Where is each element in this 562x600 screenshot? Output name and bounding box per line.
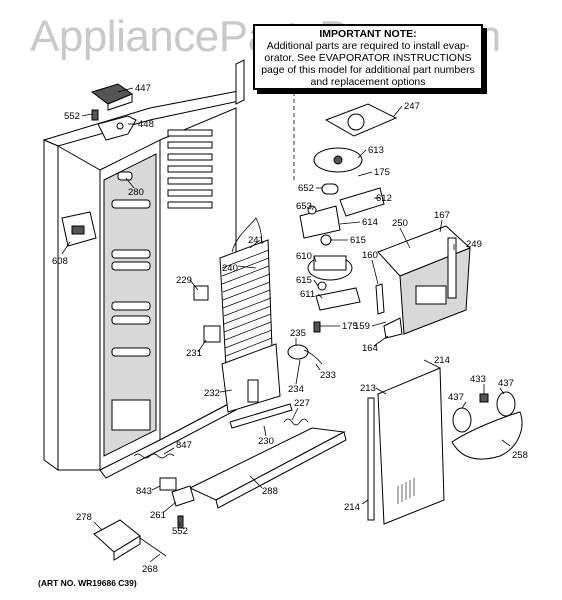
part-608	[61, 211, 97, 247]
label-288: 288	[262, 486, 278, 497]
screw-268	[139, 537, 167, 557]
duct-288	[188, 427, 347, 509]
spring-227	[283, 418, 309, 426]
label-843: 843	[136, 486, 152, 497]
label-249: 249	[466, 239, 482, 250]
label-213: 213	[360, 383, 376, 394]
screw-175b	[313, 321, 321, 333]
label-448: 448	[138, 119, 154, 130]
label-278: 278	[76, 512, 92, 523]
trim-214	[367, 397, 375, 521]
light-shield-258	[451, 411, 523, 460]
hinge-cover-447	[90, 83, 134, 111]
label-611: 611	[300, 289, 315, 300]
label-214-lower: 214	[344, 502, 360, 513]
label-610: 610	[296, 251, 312, 262]
important-note-line: Additional parts are required to install…	[266, 40, 470, 52]
label-258: 258	[512, 450, 528, 461]
label-437-right: 437	[498, 378, 514, 389]
screw-552	[91, 109, 99, 121]
label-175: 175	[374, 167, 390, 178]
part-843	[159, 477, 177, 491]
screw-552-bottom	[177, 515, 184, 529]
label-175-lower: 175	[342, 321, 358, 332]
leader-lines	[61, 87, 511, 563]
important-note-box: IMPORTANT NOTE: Additional parts are req…	[253, 24, 483, 90]
label-447: 447	[135, 83, 151, 94]
label-167: 167	[434, 210, 450, 221]
label-614: 614	[362, 217, 378, 228]
label-234: 234	[288, 384, 304, 395]
label-232: 232	[204, 388, 220, 399]
label-231: 231	[186, 348, 202, 359]
label-613: 613	[368, 145, 384, 156]
fan-cover-247	[324, 103, 398, 137]
heater-847	[133, 453, 175, 459]
case-shelves	[111, 199, 151, 431]
label-229: 229	[176, 275, 192, 286]
grommet-615a	[320, 234, 332, 246]
label-652: 652	[298, 183, 314, 194]
label-160: 160	[362, 250, 378, 261]
part-160	[375, 283, 385, 315]
label-159: 159	[354, 321, 370, 332]
bracket-611	[315, 287, 361, 311]
bracket-612	[339, 187, 385, 217]
label-608: 608	[52, 256, 68, 267]
important-note-line: and replacement options	[310, 76, 426, 88]
art-number: (ART NO. WR19686 C39)	[38, 578, 137, 588]
label-433: 433	[470, 374, 486, 385]
part-261	[171, 485, 195, 507]
label-235: 235	[290, 328, 306, 339]
important-note-line: page of this model for additional part n…	[261, 64, 475, 76]
label-233: 233	[320, 370, 336, 381]
part-labels: 447 552 448 280 608 241 240 229 231 232 …	[52, 83, 528, 575]
label-280: 280	[128, 187, 144, 198]
defrost-thermostat-233	[287, 344, 323, 365]
label-437: 437	[448, 392, 464, 403]
label-214: 214	[434, 355, 450, 366]
part-230	[229, 403, 293, 429]
part-231	[203, 325, 221, 343]
label-615: 615	[350, 235, 366, 246]
label-164: 164	[362, 343, 378, 354]
light-bulbs-437	[452, 391, 516, 433]
grommet-615b	[317, 281, 327, 291]
important-note-line: orator. See EVAPORATOR INSTRUCTIONS	[264, 52, 472, 64]
label-847: 847	[176, 440, 192, 451]
label-552-lower: 552	[172, 526, 188, 537]
label-247: 247	[404, 101, 420, 112]
drain-pan-232	[221, 343, 281, 413]
label-552: 552	[64, 111, 80, 122]
label-268: 268	[142, 564, 158, 575]
label-653: 653	[296, 201, 312, 212]
part-164	[383, 317, 403, 339]
case-racks	[167, 129, 213, 209]
hinge-448	[97, 115, 137, 141]
fan-motor-610	[307, 255, 353, 281]
important-note-title: IMPORTANT NOTE:	[319, 28, 417, 40]
rear-panel-213	[377, 367, 445, 525]
label-612: 612	[376, 193, 392, 204]
label-615-lower: 615	[296, 275, 312, 286]
hinge-278	[93, 519, 141, 561]
label-230: 230	[258, 436, 274, 447]
label-240: 240	[222, 263, 238, 274]
case-clip-280	[117, 171, 133, 181]
part-249	[447, 237, 457, 299]
fan-blade-613	[313, 147, 363, 173]
label-250: 250	[392, 218, 408, 229]
label-227: 227	[294, 398, 310, 409]
label-241: 241	[248, 235, 264, 246]
label-261: 261	[150, 510, 166, 521]
part-652	[321, 183, 339, 195]
